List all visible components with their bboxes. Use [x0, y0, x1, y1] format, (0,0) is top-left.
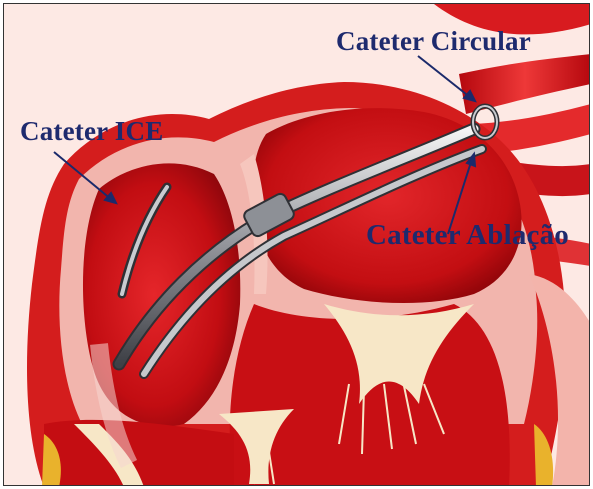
- label-cateter-ice: Cateter ICE: [20, 116, 163, 147]
- label-cateter-circular: Cateter Circular: [336, 26, 531, 57]
- heart-illustration-frame: Cateter ICE Cateter Circular Cateter Abl…: [3, 3, 590, 486]
- label-cateter-ablacao: Cateter Ablação: [366, 219, 569, 252]
